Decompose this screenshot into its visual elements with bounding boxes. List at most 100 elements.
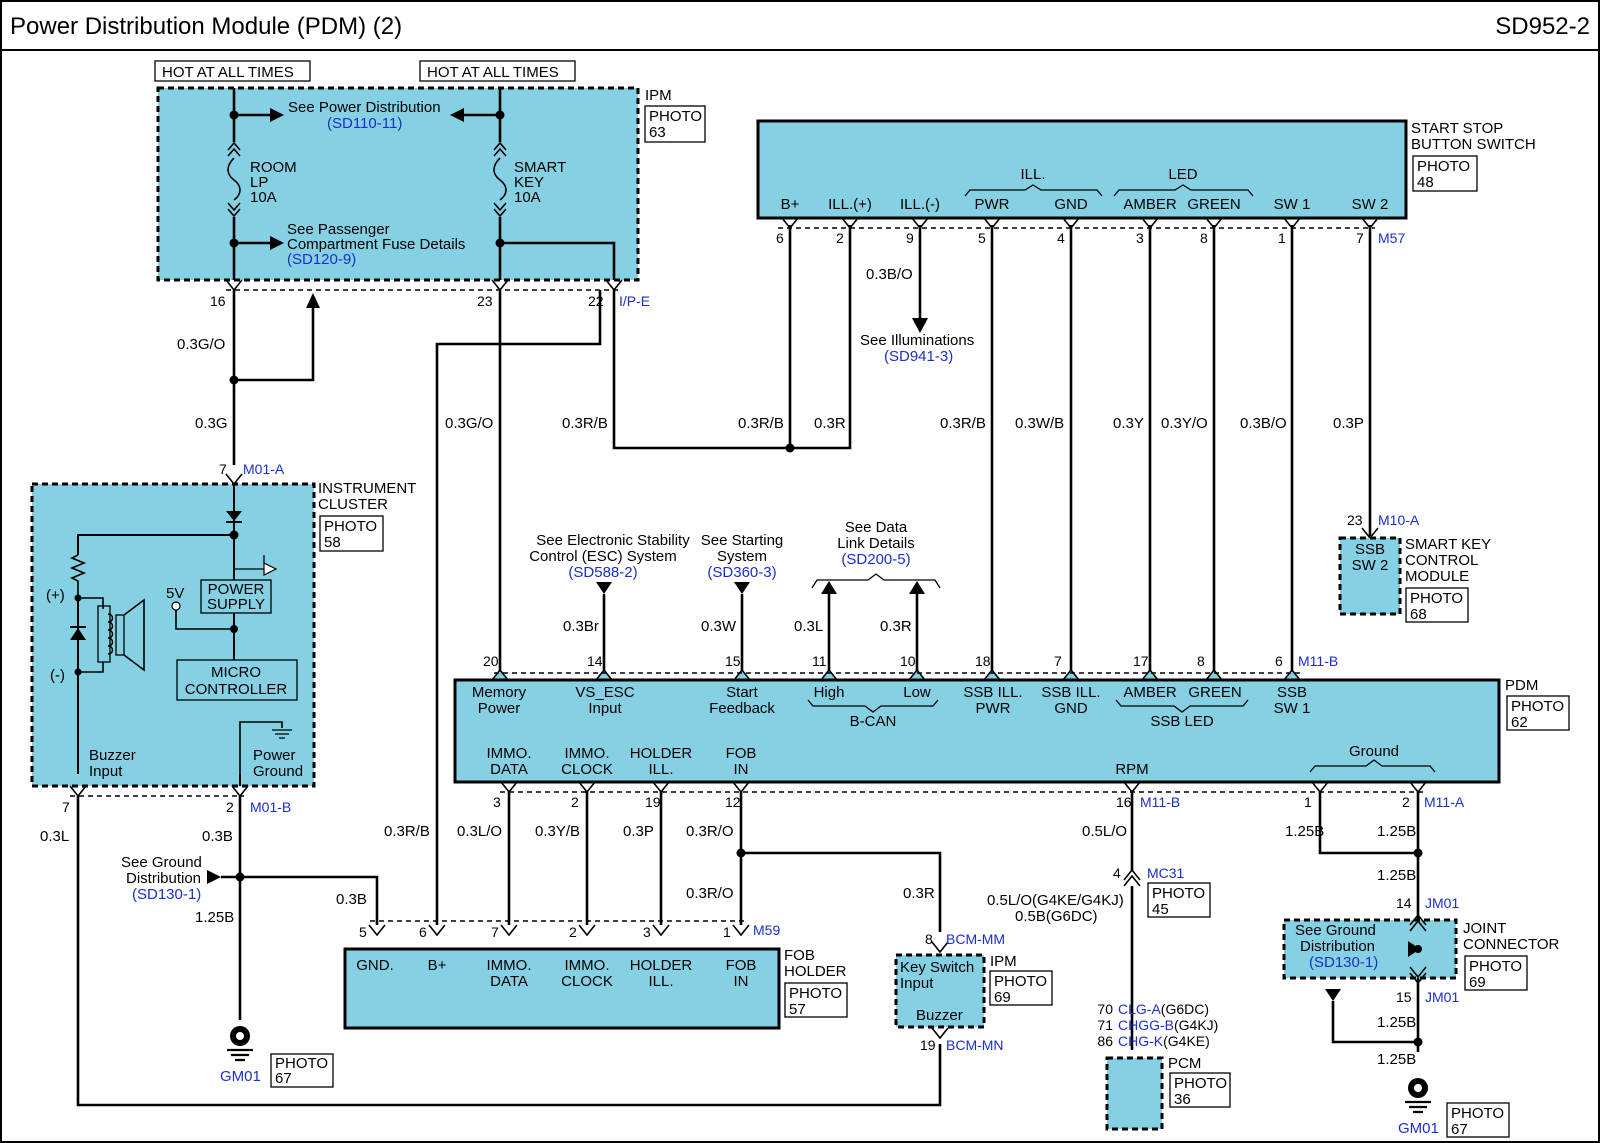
pdm-ssb-sw1: SSB [1277, 684, 1307, 701]
see-passenger-compartment-ref[interactable]: (SD120-9) [287, 251, 356, 268]
svg-text:Link Details: Link Details [837, 535, 915, 552]
pdm-ssb-ill-gnd: SSB ILL. [1041, 684, 1100, 701]
ipm-conn-ip-e: I/P-E [619, 293, 650, 309]
hot-label-1: HOT AT ALL TIMES [162, 64, 294, 81]
wire-0-3g-o: 0.3G/O [177, 336, 225, 353]
svg-text:Power: Power [478, 700, 521, 717]
start-stop-button-switch: START STOP BUTTON SWITCH PHOTO 48 ILL. L… [756, 119, 1536, 246]
smartkey-ssb-sw2: SSB [1355, 541, 1385, 558]
see-esc: See Electronic Stability [536, 532, 690, 549]
svg-text:SW 1: SW 1 [1274, 700, 1311, 717]
ipm-pin-16: 16 [210, 293, 226, 309]
ground-left-photo: PHOTO [275, 1055, 328, 1072]
svg-text:SW 2: SW 2 [1352, 557, 1389, 574]
svg-text:Compartment Fuse Details: Compartment Fuse Details [287, 236, 465, 253]
see-ground-left: See Ground [121, 854, 202, 871]
pdm-ssb-ill-pwr: SSB ILL. [963, 684, 1022, 701]
pdm-rpm: RPM [1115, 761, 1148, 778]
ground-symbol-left [227, 1026, 253, 1062]
see-illuminations-ref[interactable]: (SD941-3) [884, 348, 953, 365]
cluster-plus: (+) [46, 587, 65, 604]
gr-wire-3: 1.25B [1377, 867, 1416, 884]
pcm-conn-1: CHGG-B [1118, 1017, 1174, 1033]
fob-gnd: GND. [356, 957, 394, 974]
fob-b-plus: B+ [428, 957, 447, 974]
see-data-link-ref[interactable]: (SD200-5) [841, 551, 910, 568]
svg-text:DATA: DATA [490, 761, 528, 778]
wire-0-3g: 0.3G [195, 415, 228, 432]
see-power-distribution-ref[interactable]: (SD110-11) [327, 115, 402, 132]
pdm-top-pin-5: 18 [975, 653, 991, 669]
see-esc-ref[interactable]: (SD588-2) [568, 564, 637, 581]
wire-0-3b-o: 0.3B/O [1240, 415, 1287, 432]
pcm-engine-0: (G6DC) [1161, 1001, 1209, 1017]
svg-text:Ground: Ground [253, 763, 303, 780]
pdm-bot-pin-4: 16 [1116, 794, 1132, 810]
svg-text:68: 68 [1410, 606, 1427, 623]
svg-text:63: 63 [649, 124, 666, 141]
wire-0-3y-o: 0.3Y/O [1161, 415, 1208, 432]
ipm-pin-22: 22 [588, 293, 604, 309]
bw-0-3y-b: 0.3Y/B [535, 823, 580, 840]
svg-text:CHG-K(G4KE): CHG-K(G4KE) [1118, 1033, 1210, 1049]
pcm-pin-0: 70 [1097, 1001, 1113, 1017]
pdm-name: PDM [1505, 677, 1538, 694]
joint-connector-photo: PHOTO [1469, 958, 1522, 975]
ssb-ill-group: ILL. [1020, 166, 1045, 183]
ipm-name: IPM [645, 87, 672, 104]
svg-text:BUTTON SWITCH: BUTTON SWITCH [1411, 136, 1536, 153]
pdm-bot-pin-2: 19 [645, 794, 661, 810]
smartkey-conn-m10-a: M10-A [1378, 512, 1420, 528]
fob-pin-3: 2 [569, 924, 577, 940]
pcm-photo: PHOTO [1174, 1075, 1227, 1092]
bw-0-3r-b: 0.3R/B [384, 823, 430, 840]
rpm-pin-4: 4 [1113, 865, 1121, 881]
pdm-holder-ill: HOLDER [630, 745, 693, 762]
ipm-connector: 16 23 22 I/P-E [210, 279, 650, 309]
svg-text:67: 67 [1451, 1121, 1468, 1138]
pdm-top-pin-7: 17 [1133, 653, 1149, 669]
see-illuminations: See Illuminations [860, 332, 974, 349]
svg-text:DATA: DATA [490, 973, 528, 990]
fob-immo-data: IMMO. [487, 957, 532, 974]
ssb-label-1: ILL.(+) [828, 196, 872, 213]
pdm-can-high: High [814, 684, 845, 701]
see-ground-right-ref[interactable]: (SD130-1) [1309, 954, 1378, 971]
wire-0-3w: 0.3W [701, 618, 737, 635]
svg-text:GND: GND [1054, 700, 1088, 717]
pdm-vs-esc-input: VS_ESC [575, 684, 634, 701]
wire-0-3b-2: 0.3B [336, 891, 367, 908]
pdm-top-pin-0: 20 [483, 653, 499, 669]
pdm-can-low: Low [903, 684, 931, 701]
svg-text:Input: Input [89, 763, 123, 780]
illum-wire: 0.3B/O [866, 266, 913, 283]
ground-gm01-left: GM01 [220, 1068, 261, 1085]
svg-text:36: 36 [1174, 1091, 1191, 1108]
instrument-cluster: 7 M01-A INSTRUMENT CLUSTER PHOTO 58 (+) … [30, 461, 416, 815]
ssb-label-6: GREEN [1187, 196, 1240, 213]
fob-pin-0: 5 [359, 924, 367, 940]
jm01-conn-2: JM01 [1425, 989, 1459, 1005]
cluster-conn-m01-b: M01-B [250, 799, 291, 815]
pdm-ssb-led: SSB LED [1150, 713, 1214, 730]
svg-text:CONNECTOR: CONNECTOR [1463, 936, 1560, 953]
fob-immo-clock: IMMO. [565, 957, 610, 974]
see-ground-left-ref[interactable]: (SD130-1) [132, 886, 201, 903]
ssb-label-4: GND [1054, 196, 1088, 213]
see-starting: See Starting [701, 532, 784, 549]
hot-label-2: HOT AT ALL TIMES [427, 64, 559, 81]
pdm-conn-m11-b-top: M11-B [1298, 653, 1338, 669]
pdm-green: GREEN [1188, 684, 1241, 701]
wire-0-3l-can: 0.3L [794, 618, 823, 635]
see-starting-ref[interactable]: (SD360-3) [707, 564, 776, 581]
fob-fob-in: FOB [726, 957, 757, 974]
svg-text:CLG-A(G6DC): CLG-A(G6DC) [1118, 1001, 1209, 1017]
fob-pin-2: 7 [491, 924, 499, 940]
pdm-amber: AMBER [1123, 684, 1177, 701]
fob-pin-4: 3 [643, 924, 651, 940]
see-power-distribution: See Power Distribution [288, 99, 441, 116]
ssb-pin-2: 9 [906, 230, 914, 246]
svg-text:CLOCK: CLOCK [561, 761, 613, 778]
ipm-pin-23: 23 [477, 293, 493, 309]
